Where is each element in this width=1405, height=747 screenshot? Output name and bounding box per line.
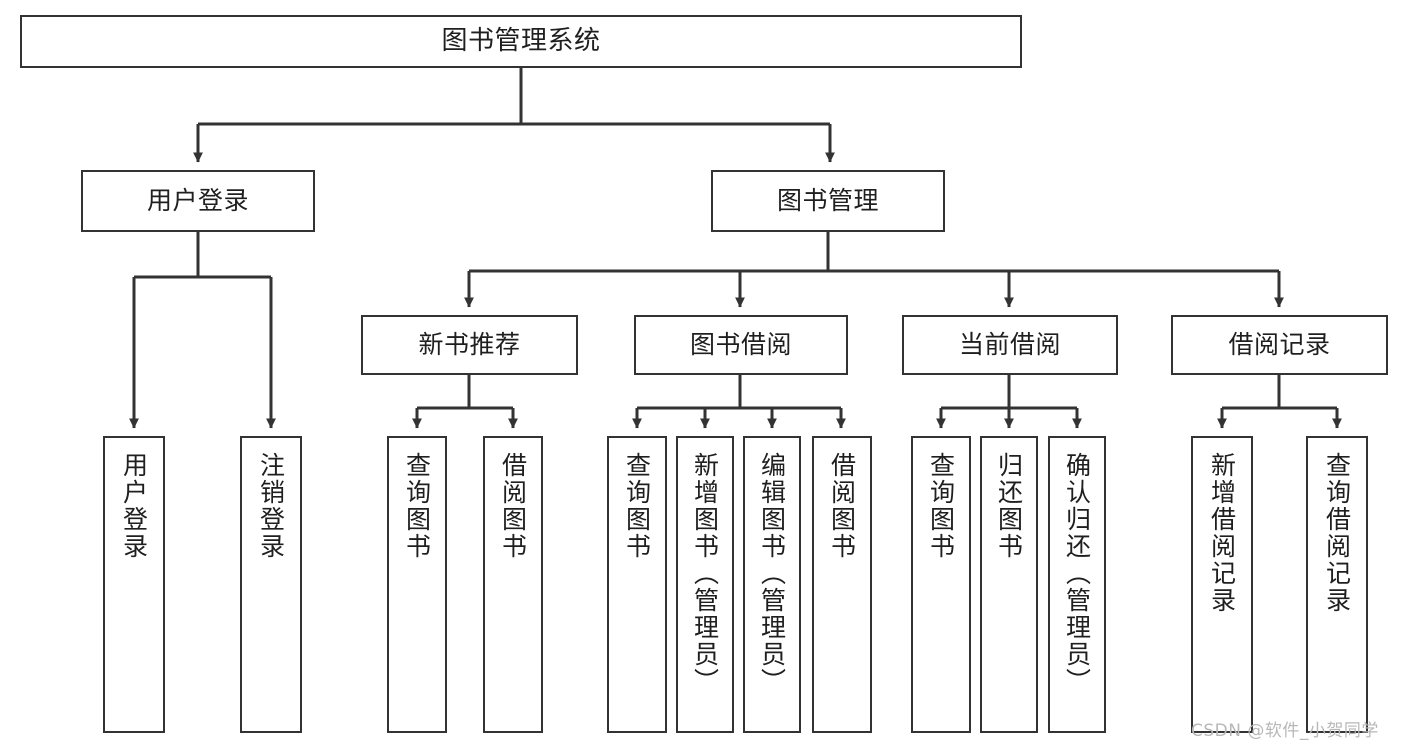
csdn-watermark: CSDN @软件_小贺同学	[1191, 721, 1379, 741]
node-new-book-recommend-label: 新书推荐	[418, 330, 521, 360]
node-leaf-borrow-book-1[interactable]: 借阅图书	[483, 436, 543, 733]
node-root-label: 图书管理系统	[441, 26, 601, 57]
node-user-login[interactable]: 用户登录	[81, 170, 315, 232]
node-leaf-borrow-book-1-label: 借阅图书	[498, 452, 528, 560]
node-leaf-query-book-1-label: 查询图书	[402, 452, 432, 560]
node-leaf-query-book-1[interactable]: 查询图书	[387, 436, 447, 733]
node-leaf-return-book-label: 归还图书	[994, 452, 1024, 560]
node-leaf-confirm-return-label: 确认归还（管理员）	[1062, 452, 1092, 695]
node-book-borrow-label: 图书借阅	[689, 330, 792, 360]
node-book-borrow[interactable]: 图书借阅	[634, 315, 848, 375]
node-leaf-query-record-label: 查询借阅记录	[1322, 452, 1352, 614]
node-borrow-record-label: 借阅记录	[1228, 330, 1331, 360]
node-book-manage-label: 图书管理	[776, 186, 879, 216]
node-borrow-record[interactable]: 借阅记录	[1171, 315, 1388, 375]
node-leaf-borrow-book-2-label: 借阅图书	[827, 452, 857, 560]
node-leaf-return-book[interactable]: 归还图书	[980, 436, 1038, 733]
node-leaf-add-book-label: 新增图书（管理员）	[690, 452, 720, 695]
node-current-borrow[interactable]: 当前借阅	[902, 315, 1118, 375]
node-leaf-query-book-3-label: 查询图书	[926, 452, 956, 560]
node-user-login-label: 用户登录	[146, 186, 249, 216]
node-leaf-query-book-3[interactable]: 查询图书	[911, 436, 971, 733]
node-leaf-add-book[interactable]: 新增图书（管理员）	[676, 436, 734, 733]
node-leaf-logout-login-label: 注销登录	[256, 452, 286, 560]
node-current-borrow-label: 当前借阅	[958, 330, 1061, 360]
node-leaf-query-book-2-label: 查询图书	[622, 452, 652, 560]
node-leaf-edit-book[interactable]: 编辑图书（管理员）	[743, 436, 801, 733]
node-leaf-borrow-book-2[interactable]: 借阅图书	[812, 436, 872, 733]
node-leaf-user-login[interactable]: 用户登录	[103, 436, 165, 733]
node-root[interactable]: 图书管理系统	[20, 15, 1022, 68]
node-leaf-logout-login[interactable]: 注销登录	[240, 436, 302, 733]
node-leaf-edit-book-label: 编辑图书（管理员）	[757, 452, 787, 695]
node-leaf-confirm-return[interactable]: 确认归还（管理员）	[1048, 436, 1106, 733]
node-leaf-query-book-2[interactable]: 查询图书	[607, 436, 667, 733]
node-leaf-add-record[interactable]: 新增借阅记录	[1191, 436, 1253, 733]
node-leaf-add-record-label: 新增借阅记录	[1207, 452, 1237, 614]
node-book-manage[interactable]: 图书管理	[711, 170, 945, 232]
node-leaf-query-record[interactable]: 查询借阅记录	[1306, 436, 1368, 733]
node-new-book-recommend[interactable]: 新书推荐	[361, 315, 578, 375]
node-leaf-user-login-label: 用户登录	[119, 452, 149, 560]
